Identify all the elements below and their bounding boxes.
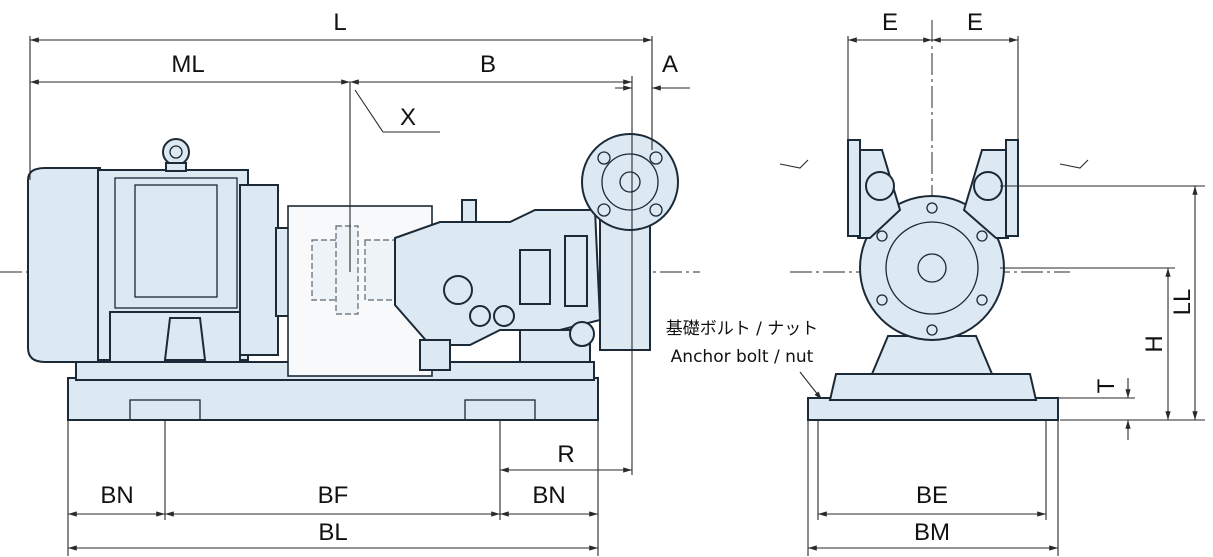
dim-bm-label: BM <box>914 519 950 546</box>
motor <box>27 138 291 363</box>
dim-bl-label: BL <box>318 519 347 546</box>
dim-x-label: X <box>400 104 416 131</box>
dim-bf-label: BF <box>318 482 349 509</box>
dim-l-label: L <box>333 9 346 36</box>
anchor-note-en: Anchor bolt / nut <box>671 347 814 367</box>
dim-b-label: B <box>480 51 496 78</box>
side-view: X L ML B A R BN BF BN BL 基礎ボルト / ナット Anc… <box>0 9 823 556</box>
dim-bn-left-label: BN <box>100 482 133 509</box>
dim-e-right-label: E <box>967 9 983 36</box>
dim-ll-label: LL <box>1169 289 1196 316</box>
dim-ml-label: ML <box>171 51 204 78</box>
dim-h-label: H <box>1141 335 1168 352</box>
pump-body <box>394 133 679 371</box>
dim-t-label: T <box>1093 378 1120 393</box>
dim-be-label: BE <box>916 482 948 509</box>
anchor-note-jp: 基礎ボルト / ナット <box>666 319 819 339</box>
dim-bn-right-label: BN <box>532 482 565 509</box>
dim-a-label: A <box>662 51 678 78</box>
dim-e-left-label: E <box>882 9 898 36</box>
dim-r-label: R <box>557 441 574 468</box>
front-view: E E LL H T BE BM <box>779 9 1205 556</box>
